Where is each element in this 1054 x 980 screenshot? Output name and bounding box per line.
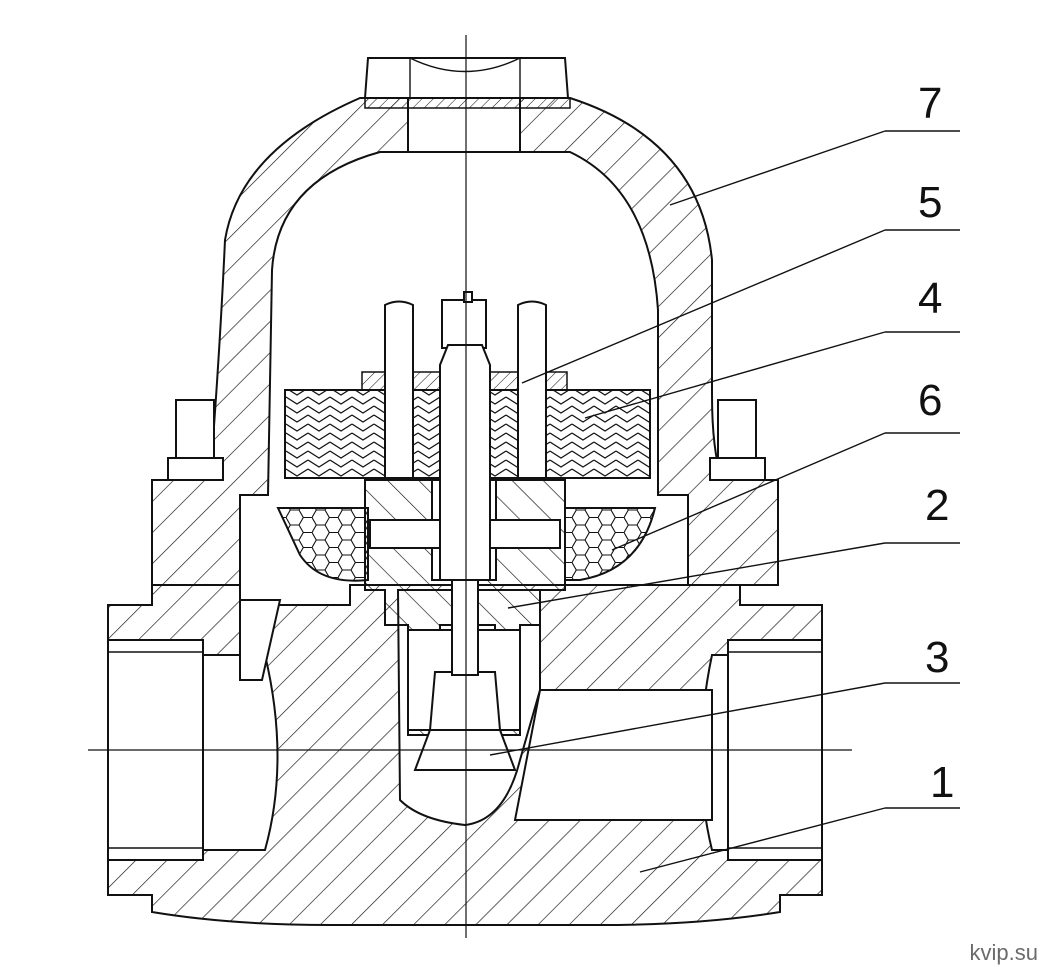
studs bbox=[384, 300, 547, 479]
side-bolt-left bbox=[167, 399, 224, 481]
leader-lines bbox=[489, 130, 960, 873]
callout-7: 7 bbox=[918, 79, 942, 128]
top-plug-nut bbox=[363, 57, 571, 109]
leader-line-4 bbox=[584, 331, 886, 419]
centerlines bbox=[88, 35, 852, 938]
leader-line-6 bbox=[611, 432, 886, 551]
leader-line-1 bbox=[639, 807, 886, 873]
side-bolt-right bbox=[709, 399, 766, 481]
callout-6: 6 bbox=[918, 376, 942, 425]
callout-1: 1 bbox=[930, 758, 954, 807]
leader-line-7 bbox=[669, 130, 886, 206]
callout-4: 4 bbox=[918, 274, 942, 323]
leader-line-5 bbox=[521, 229, 886, 384]
leader-line-3 bbox=[489, 682, 886, 756]
filter-screen-part-6 bbox=[276, 507, 657, 582]
callout-3: 3 bbox=[925, 633, 949, 682]
watermark: kvip.su bbox=[969, 940, 1038, 965]
callout-2: 2 bbox=[925, 481, 949, 530]
leader-line-2 bbox=[507, 542, 886, 609]
callout-5: 5 bbox=[918, 178, 942, 227]
central-stem bbox=[439, 291, 491, 676]
